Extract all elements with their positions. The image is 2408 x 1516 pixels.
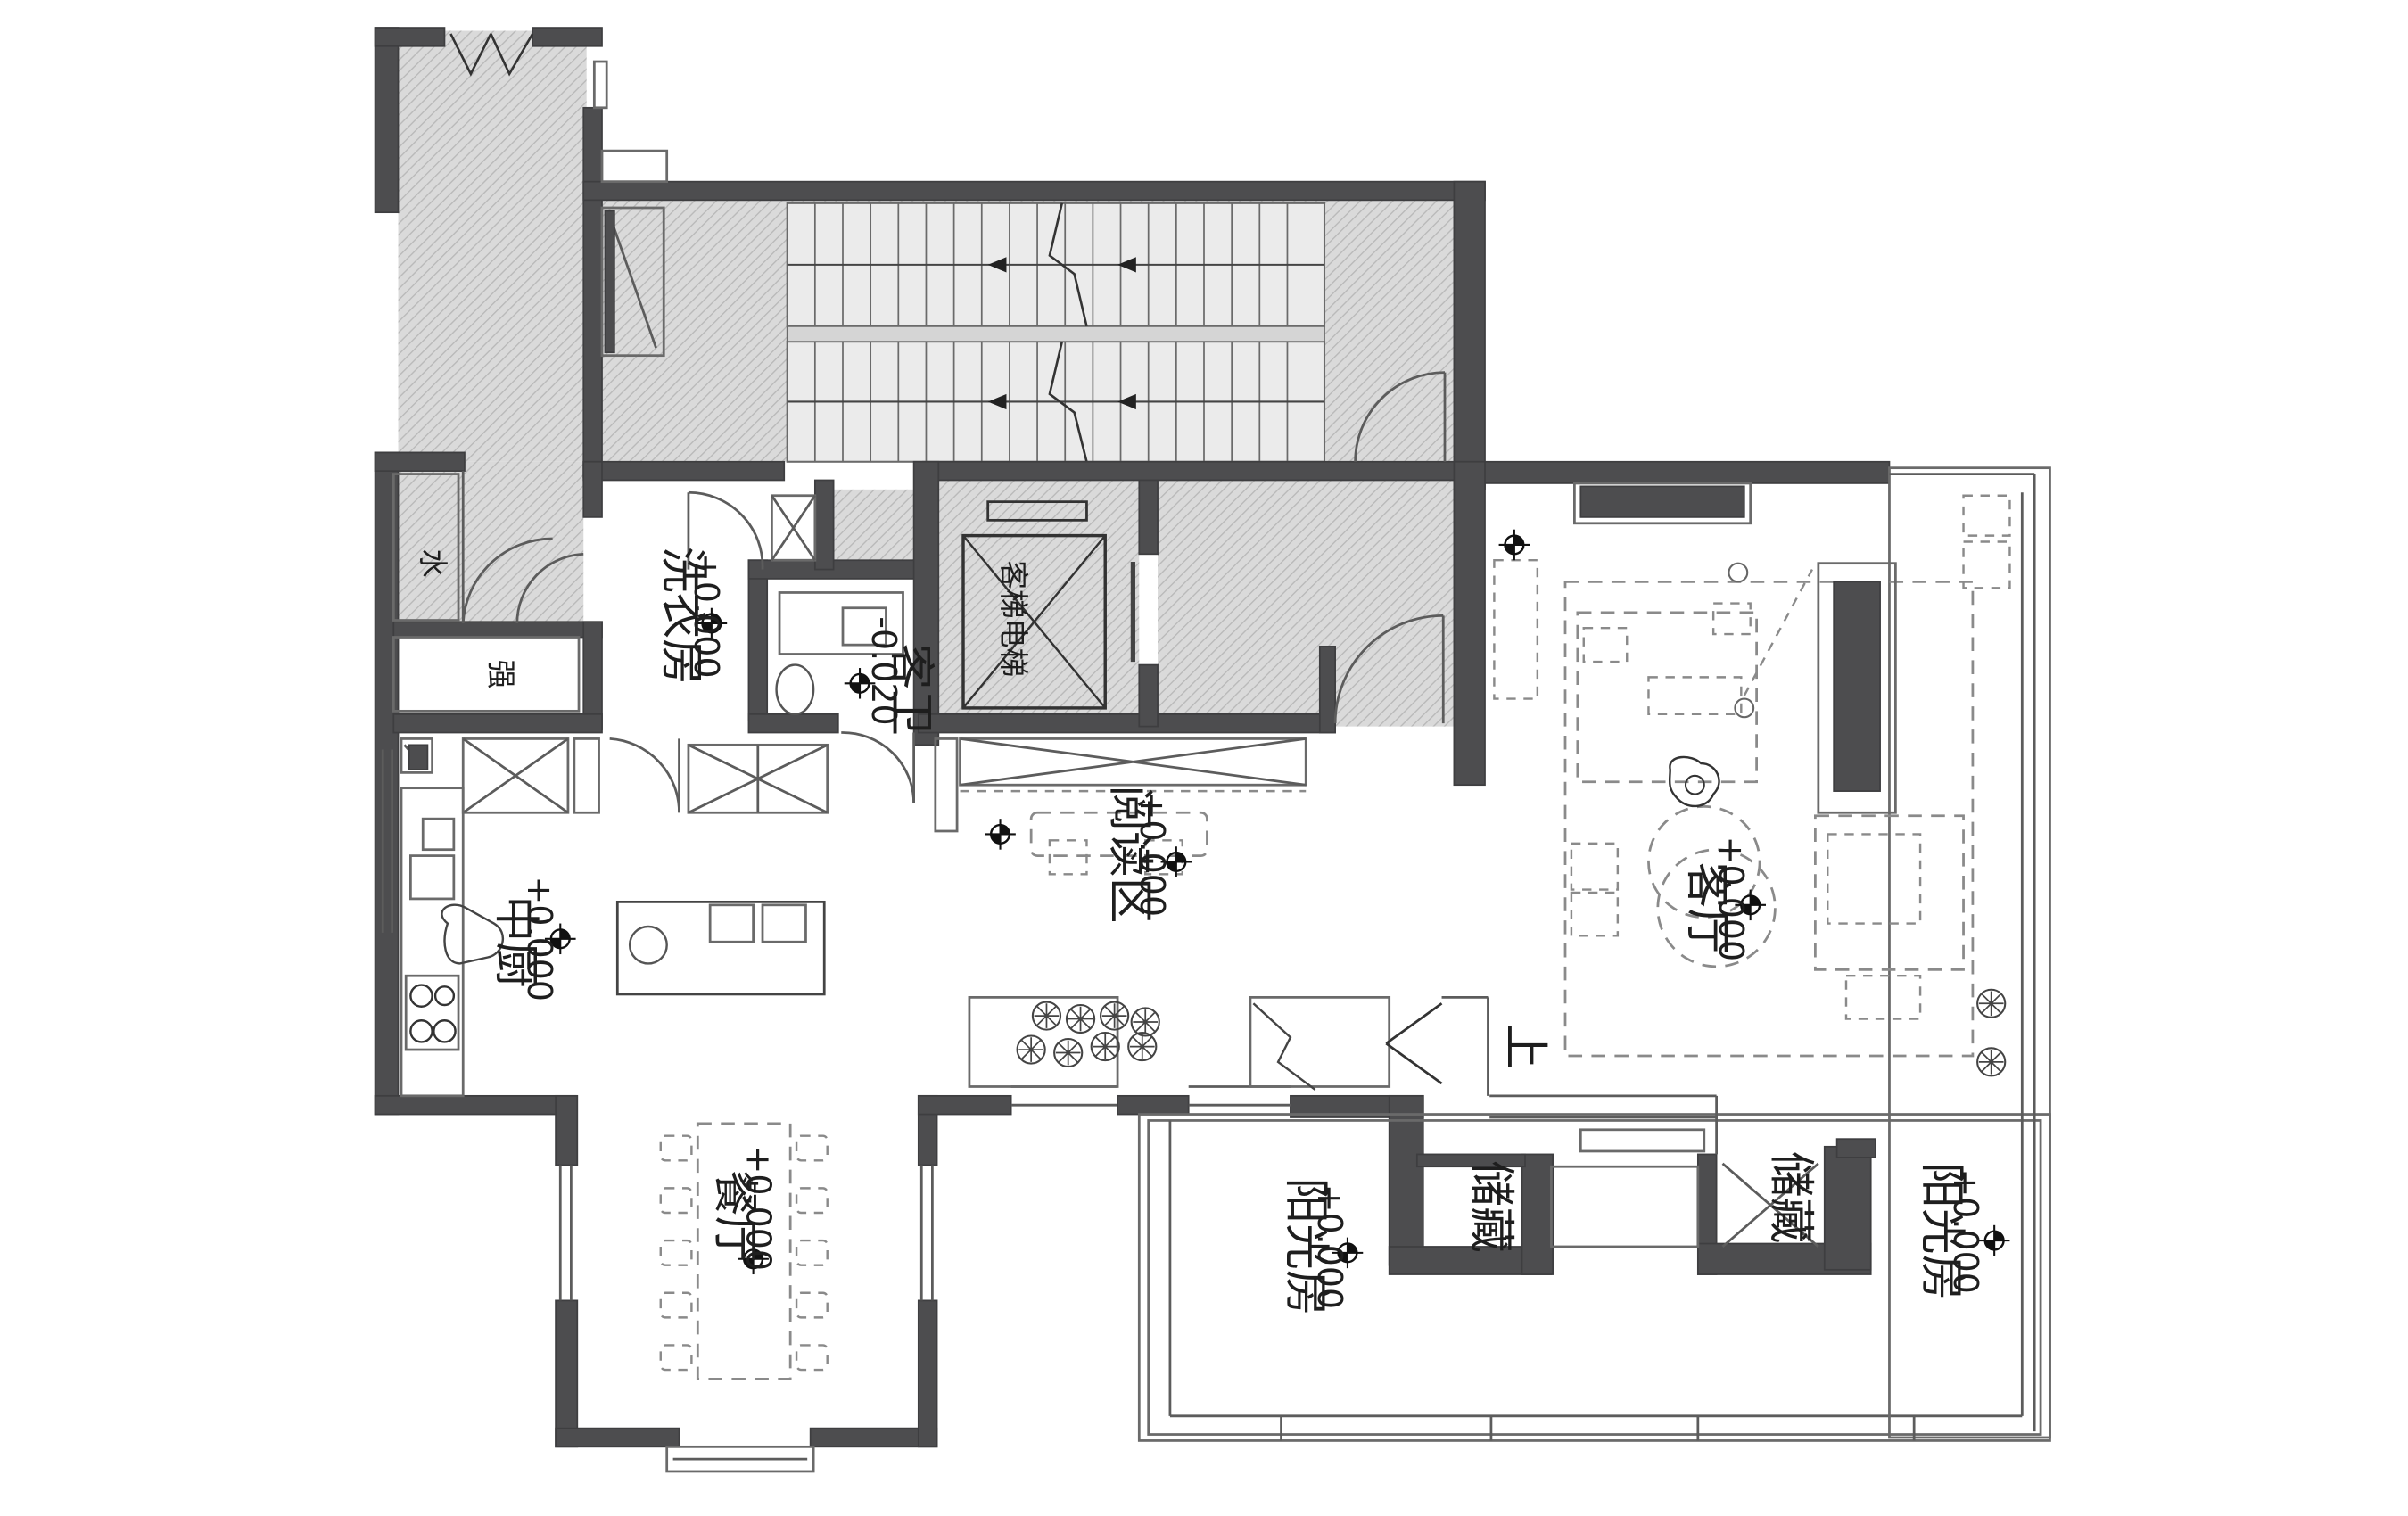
stair-arrow-icon — [987, 257, 1136, 410]
sunroom-right-level-label: +0.000 — [1946, 1168, 1985, 1293]
living-room-label: 客厅 — [1680, 862, 1734, 955]
stair-up-label: 上 — [1498, 1024, 1552, 1070]
storage-left-label: 储藏 — [1464, 1160, 1518, 1253]
living-furniture — [1493, 494, 2011, 1058]
north-door-icon — [449, 33, 534, 77]
guest-bath-label: 客卫 — [884, 643, 937, 736]
storage-right-label: 储藏 — [1763, 1151, 1817, 1244]
living-level-label: +0.000 — [1711, 836, 1751, 961]
kitchen-level-label: +0.000 — [520, 877, 559, 1001]
cabinets — [392, 473, 1307, 1098]
electric-shaft-label: 强 — [483, 660, 517, 689]
sunroom-right-label: 阳光房 — [1915, 1162, 1968, 1300]
planter-icon — [968, 988, 2007, 1088]
dining-table — [659, 1122, 829, 1380]
laundry-level-label: +0.000 — [687, 553, 726, 678]
laundry-room-label: 洗衣房 — [656, 547, 709, 685]
water-shaft-label: 水 — [416, 548, 449, 578]
dining-label: 餐厅 — [708, 1170, 762, 1263]
reading-area-label: 阅读区 — [1103, 785, 1157, 923]
stair-up — [1249, 995, 1489, 1096]
partitions — [381, 60, 2051, 1473]
doors — [449, 33, 1447, 813]
guest-bath-level-label: -0.020 — [864, 616, 903, 725]
storage-cabinets — [1721, 1162, 1819, 1248]
reading-level-label: +0.000 — [1133, 792, 1172, 917]
walls — [374, 27, 1891, 1448]
elevator-car — [961, 500, 1135, 710]
elevator-label: 客梯电梯 — [996, 560, 1030, 677]
sunroom-center-label: 阳光房 — [1279, 1177, 1332, 1315]
kitchen-island — [615, 900, 826, 996]
sunroom-center-level-label: +0.000 — [1310, 1184, 1349, 1309]
stair-flight — [786, 202, 1326, 463]
kitchen-label: 中厨 — [489, 895, 542, 988]
dining-level-label: +0.000 — [739, 1146, 779, 1271]
